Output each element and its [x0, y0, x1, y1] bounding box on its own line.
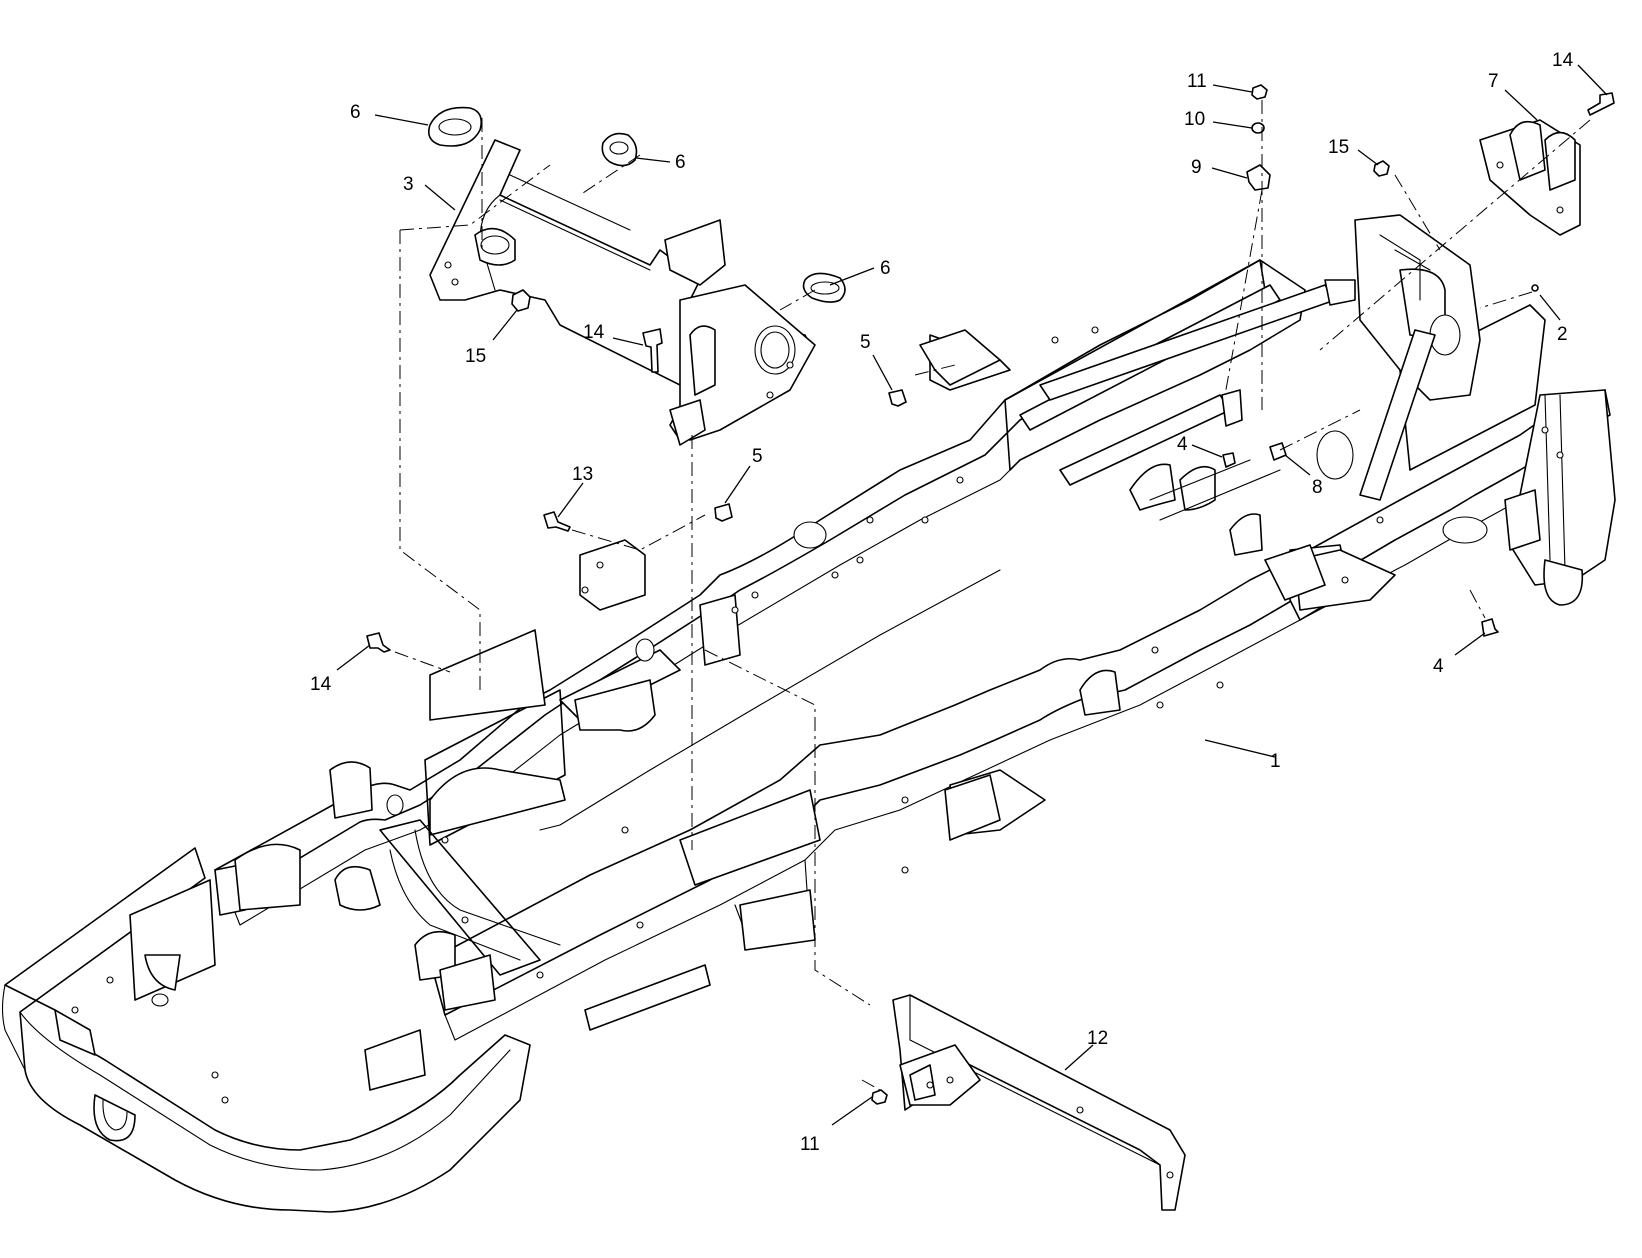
callout-5: 5: [724, 446, 763, 504]
callout-10: 10: [1184, 109, 1253, 130]
callout-label: 3: [403, 174, 414, 195]
callout-3: 3: [403, 174, 456, 211]
frame-mounting-holes: [71, 326, 1564, 1104]
callout-15: 15: [465, 309, 518, 367]
callout-label: 6: [880, 258, 891, 279]
callout-13: 13: [557, 464, 593, 518]
callout-11: 11: [1187, 71, 1253, 93]
callout-label: 6: [350, 102, 361, 123]
callout-4: 4: [1177, 434, 1223, 458]
callout-6: 6: [635, 152, 686, 173]
callout-6: 6: [350, 102, 429, 126]
callout-15: 15: [1328, 137, 1379, 166]
callout-label: 15: [465, 346, 486, 367]
part-6-grommets: [427, 106, 846, 303]
callout-label: 12: [1087, 1028, 1108, 1049]
callout-label: 11: [800, 1134, 820, 1155]
callout-label: 1: [1270, 751, 1281, 772]
part-7-hitch-bracket: [1479, 119, 1581, 236]
callout-4: 4: [1433, 632, 1486, 677]
part-12-cross-support: [892, 994, 1186, 1211]
callout-label: 10: [1184, 109, 1205, 130]
callout-label: 13: [572, 464, 593, 485]
callout-label: 9: [1191, 157, 1202, 178]
callout-8: 8: [1284, 454, 1323, 498]
callout-14: 14: [1552, 50, 1608, 96]
callout-label: 15: [1328, 137, 1349, 158]
callout-14: 14: [310, 644, 371, 695]
callout-1: 1: [1204, 739, 1281, 772]
callout-label: 8: [1312, 477, 1323, 498]
callout-label: 6: [675, 152, 686, 173]
callout-label: 14: [310, 674, 332, 695]
callout-5: 5: [860, 332, 893, 391]
callout-9: 9: [1191, 157, 1248, 179]
callout-label: 5: [860, 332, 871, 353]
callout-7: 7: [1488, 71, 1538, 121]
callout-label: 11: [1187, 71, 1207, 92]
hardware: [366, 84, 1615, 1105]
callout-2: 2: [1539, 294, 1568, 345]
callout-12: 12: [1064, 1028, 1108, 1071]
callout-14: 14: [583, 322, 644, 346]
callout-labels: 6 3 6 6 15 14 5 13: [310, 50, 1608, 1155]
assembly-guide-lines: [394, 100, 1591, 1091]
callout-label: 2: [1557, 324, 1568, 345]
part-3-mount-bracket: [429, 139, 816, 446]
callout-label: 5: [752, 446, 763, 467]
callout-6: 6: [829, 258, 891, 286]
main-frame: [1, 214, 1616, 1213]
callout-label: 4: [1177, 434, 1188, 455]
callout-label: 14: [583, 322, 605, 343]
callout-11: 11: [800, 1096, 873, 1155]
callout-label: 14: [1552, 50, 1574, 71]
callout-label: 4: [1433, 656, 1444, 677]
callout-label: 7: [1488, 71, 1499, 92]
